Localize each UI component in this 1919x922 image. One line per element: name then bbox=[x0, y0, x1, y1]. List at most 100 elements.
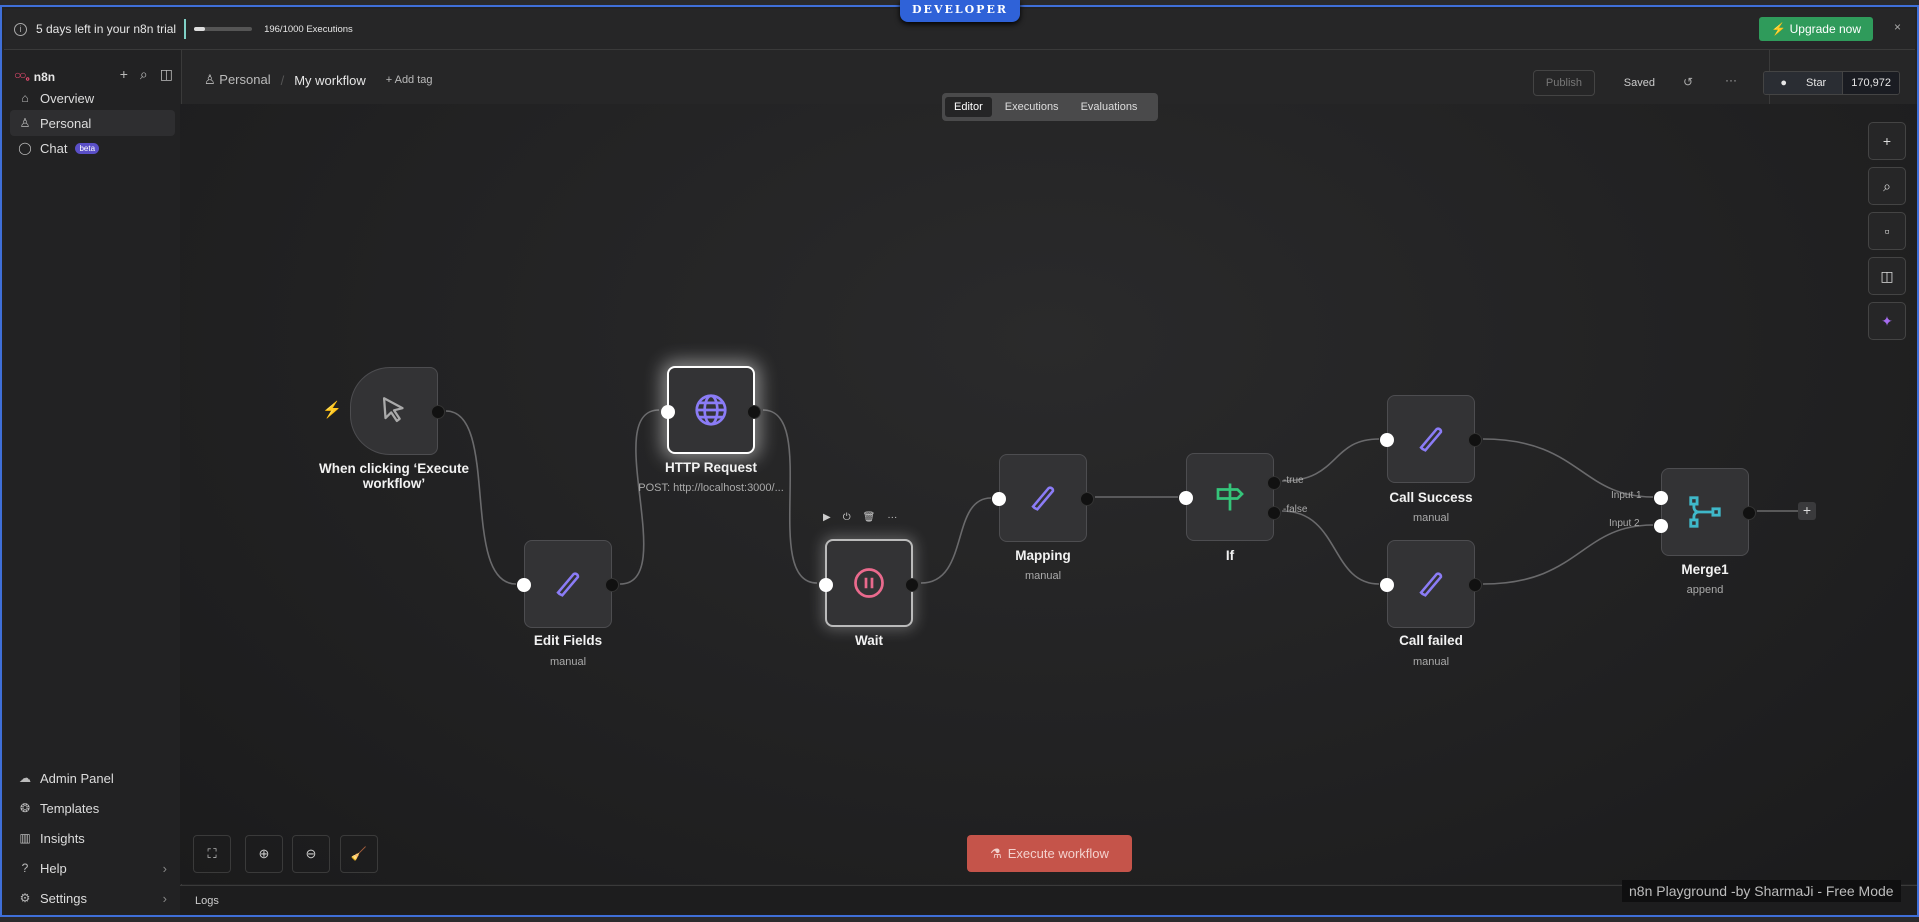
tidy-up-icon[interactable]: 🧹 bbox=[340, 835, 378, 873]
node-subtitle: manual bbox=[1412, 656, 1450, 668]
close-banner-icon[interactable]: × bbox=[1893, 20, 1901, 34]
node-merge1[interactable] bbox=[1654, 468, 1756, 556]
output-handle[interactable] bbox=[905, 578, 919, 592]
tab-executions[interactable]: Executions bbox=[1004, 101, 1059, 113]
node-label: Mapping bbox=[1015, 548, 1071, 563]
beta-badge: beta bbox=[75, 142, 100, 154]
panel-toggle-icon[interactable]: ◫ bbox=[1868, 257, 1906, 295]
home-icon: ⌂ bbox=[21, 91, 29, 105]
sticky-note-icon[interactable]: ▫ bbox=[1868, 212, 1906, 250]
publish-button[interactable]: Publish bbox=[1532, 70, 1595, 96]
sidebar-item-overview[interactable]: ⌂Overview bbox=[10, 85, 175, 111]
input-handle[interactable] bbox=[517, 578, 531, 592]
node-if[interactable] bbox=[1179, 453, 1281, 541]
sidebar-item-help[interactable]: ?Help› bbox=[10, 855, 175, 881]
power-icon[interactable]: ⏻ bbox=[842, 512, 851, 523]
search-nodes-icon[interactable]: ⌕ bbox=[1868, 167, 1906, 205]
chevron-right-icon: › bbox=[162, 860, 167, 876]
input-label-2: Input 2 bbox=[1609, 518, 1640, 529]
trash-icon[interactable]: 🗑 bbox=[862, 512, 876, 523]
help-icon: ? bbox=[21, 861, 29, 875]
sidebar-item-personal[interactable]: ♙Personal bbox=[10, 110, 175, 136]
saved-status: Saved bbox=[1623, 77, 1655, 89]
info-icon: i bbox=[14, 22, 27, 36]
output-handle[interactable] bbox=[1080, 492, 1094, 506]
add-node-button[interactable]: + bbox=[1798, 502, 1816, 520]
executions-progress bbox=[194, 27, 253, 31]
output-handle[interactable] bbox=[431, 405, 445, 419]
sidebar-toggle-icon[interactable]: ◫ bbox=[159, 66, 173, 82]
node-manual-trigger[interactable] bbox=[350, 367, 445, 455]
input-handle[interactable] bbox=[819, 578, 833, 592]
environment-badge: DEVELOPER bbox=[900, 0, 1020, 22]
sidebar-item-insights[interactable]: ▥Insights bbox=[19, 830, 85, 846]
play-icon[interactable]: ▶ bbox=[823, 512, 831, 523]
pause-icon bbox=[854, 568, 884, 598]
tab-editor[interactable]: Editor bbox=[945, 97, 992, 117]
sidebar-item-admin-panel[interactable]: ☁Admin Panel bbox=[19, 770, 114, 786]
input-handle[interactable] bbox=[661, 405, 675, 419]
upgrade-button[interactable]: ⚡ Upgrade now bbox=[1759, 17, 1873, 41]
output-handle-false[interactable] bbox=[1267, 506, 1281, 520]
input-handle[interactable] bbox=[1380, 578, 1394, 592]
workflow-name[interactable]: My workflow bbox=[294, 72, 366, 88]
input-handle[interactable] bbox=[1179, 491, 1193, 505]
output-handle[interactable] bbox=[1742, 506, 1756, 520]
node-wait[interactable] bbox=[819, 539, 919, 627]
logo-icon: ○○∘ bbox=[14, 68, 31, 86]
fit-view-icon[interactable]: ⛶ bbox=[193, 835, 231, 873]
chart-icon: ▥ bbox=[19, 831, 31, 845]
input-handle[interactable] bbox=[1380, 433, 1394, 447]
node-edit-fields[interactable] bbox=[517, 540, 619, 628]
output-handle[interactable] bbox=[747, 405, 761, 419]
trigger-bolt-icon: ⚡ bbox=[322, 402, 342, 419]
templates-icon: ❂ bbox=[19, 801, 31, 815]
flask-icon: ⚗ bbox=[990, 845, 1002, 861]
zoom-in-icon[interactable]: ⊕ bbox=[245, 835, 283, 873]
node-http-request[interactable] bbox=[661, 366, 761, 454]
input-handle-1[interactable] bbox=[1654, 491, 1668, 505]
node-mapping[interactable] bbox=[992, 454, 1094, 542]
search-icon[interactable]: ⌕ bbox=[139, 66, 148, 82]
tab-evaluations[interactable]: Evaluations bbox=[1080, 101, 1138, 113]
output-handle[interactable] bbox=[1468, 578, 1482, 592]
add-node-icon[interactable]: + bbox=[1868, 122, 1906, 160]
pencil-icon bbox=[556, 572, 580, 597]
node-call-success[interactable] bbox=[1380, 395, 1482, 483]
breadcrumb-project[interactable]: ♙ Personal bbox=[204, 72, 271, 87]
sidebar-item-settings[interactable]: ⚙Settings› bbox=[19, 890, 167, 906]
output-label-true: -true bbox=[1283, 475, 1304, 486]
node-call-failed[interactable] bbox=[1380, 540, 1482, 628]
n8n-logo[interactable]: ○○∘n8n bbox=[14, 68, 56, 86]
cursor-icon bbox=[382, 397, 404, 423]
history-icon[interactable]: ↺ bbox=[1682, 75, 1693, 89]
node-label: HTTP Request bbox=[664, 460, 757, 475]
node-subtitle: manual bbox=[1412, 512, 1450, 524]
node-label: Call failed bbox=[1399, 633, 1463, 648]
node-label: Merge1 bbox=[1681, 562, 1729, 577]
globe-icon bbox=[695, 394, 727, 426]
input-handle-2[interactable] bbox=[1654, 519, 1668, 533]
zoom-out-icon[interactable]: ⊖ bbox=[292, 835, 330, 873]
add-tag-button[interactable]: + Add tag bbox=[385, 74, 433, 86]
execute-workflow-button[interactable]: ⚗Execute workflow bbox=[967, 835, 1132, 872]
output-handle[interactable] bbox=[605, 578, 619, 592]
executions-count: 196/1000 Executions bbox=[264, 23, 353, 35]
ai-sparkle-icon[interactable]: ✦ bbox=[1868, 302, 1906, 340]
input-label-1: Input 1 bbox=[1611, 490, 1642, 501]
sidebar-item-templates[interactable]: ❂Templates bbox=[19, 800, 100, 816]
chat-icon: ◯ bbox=[18, 141, 32, 155]
node-label: If bbox=[1225, 548, 1235, 563]
more-options-icon[interactable]: ··· bbox=[1725, 73, 1737, 87]
output-handle-true[interactable] bbox=[1267, 476, 1281, 490]
gear-icon: ⚙ bbox=[19, 891, 31, 905]
output-handle[interactable] bbox=[1468, 433, 1482, 447]
input-handle[interactable] bbox=[992, 492, 1006, 506]
add-icon[interactable]: + bbox=[119, 66, 128, 82]
node-label: Call Success bbox=[1389, 490, 1473, 505]
signpost-icon bbox=[1216, 483, 1244, 511]
more-icon[interactable]: ··· bbox=[887, 512, 898, 523]
